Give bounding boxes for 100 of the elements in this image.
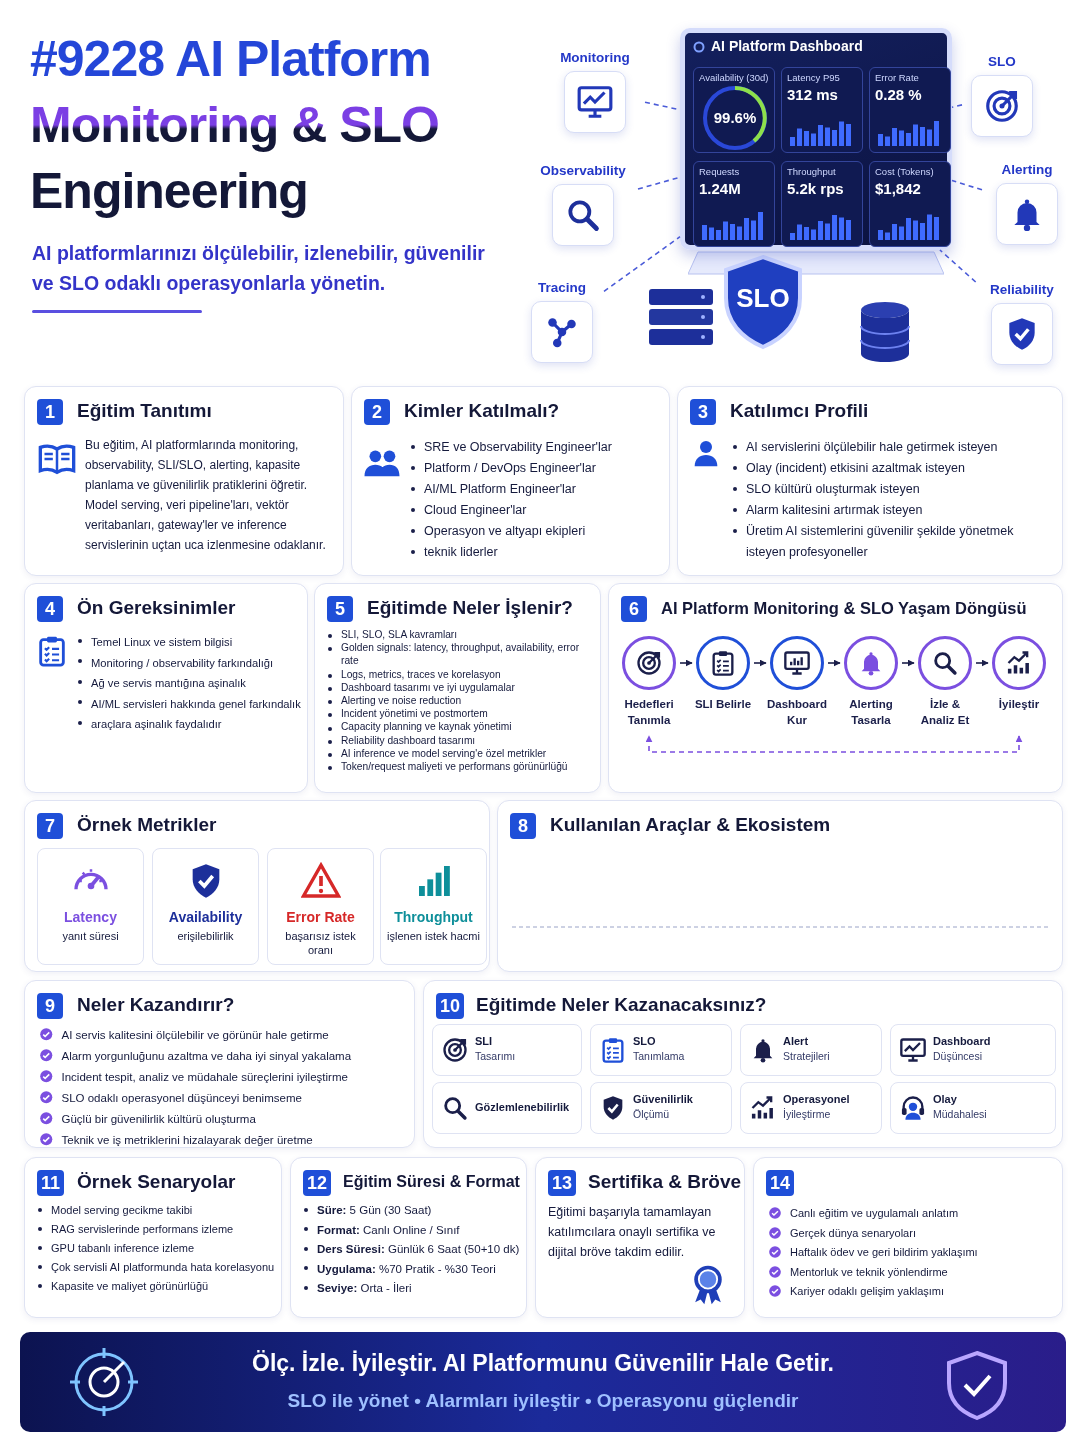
- tile-label: Alerting: [1000, 162, 1054, 177]
- section-card: [497, 800, 1063, 972]
- list-item: AI/ML servisleri hakkında genel farkındalık: [75, 693, 303, 714]
- section-heading: Ön Gereksinimler: [77, 597, 236, 619]
- list-item: Ders Süresi: Günlük 6 Saat (50+10 dk): [301, 1240, 525, 1260]
- list-item: RAG servislerinde performans izleme: [35, 1220, 279, 1239]
- outcome-title: Dashboard: [933, 1034, 992, 1049]
- list-item: Golden signals: latency, throughput, availability, error rate: [325, 641, 597, 668]
- metric-value: $1,842: [875, 180, 922, 197]
- section-heading: Kullanılan Araçlar & Ekosistem: [550, 814, 831, 836]
- tile-label: Monitoring: [559, 50, 631, 65]
- section-card: [677, 386, 1063, 576]
- list-item: Güçlü bir güvenilirlik kültürü oluşturma: [61, 1112, 256, 1127]
- section-number-badge: 9: [37, 993, 63, 1019]
- section-heading: Eğitimde Neler Kazanacaksınız?: [476, 994, 767, 1016]
- shield-label: SLO: [735, 283, 791, 314]
- list-item: Platform / DevOps Engineer'lar: [408, 458, 663, 479]
- subtitle: AI platformlarınızı ölçülebilir, izlenebilir, güvenilir ve SLO odaklı operasyonlarla yönetin.: [32, 241, 486, 296]
- dashed-connector: [951, 104, 963, 108]
- section-number-badge: 2: [364, 399, 390, 425]
- list-item: SLI, SLO, SLA kavramları: [325, 628, 597, 642]
- outcome-title: Operasyonel: [783, 1092, 851, 1107]
- metric-value: 99.6%: [712, 109, 758, 126]
- list-item: AI servislerini ölçülebilir hale getirmek isteyen: [730, 437, 1055, 458]
- metric-description: yanıt süresi: [61, 929, 120, 943]
- section-heading: Kimler Katılmalı?: [404, 400, 560, 422]
- section-number-badge: 11: [37, 1170, 65, 1196]
- list-item: Gerçek dünya senaryoları: [790, 1225, 916, 1241]
- arrow: [753, 659, 767, 667]
- section-number-badge: 7: [37, 813, 63, 839]
- metric-label: Error Rate: [875, 72, 920, 83]
- section-number-badge: 6: [621, 596, 647, 622]
- list-item: SRE ve Observability Engineer'lar: [408, 437, 663, 458]
- section-number-badge: 12: [303, 1170, 332, 1196]
- metric-label: Throughput: [787, 166, 837, 177]
- outcome-title: Gözlemlenebilirlik: [475, 1100, 571, 1115]
- section-heading: AI Platform Monitoring & SLO Yaşam Döngüsü: [661, 599, 1027, 618]
- section-heading: Örnek Metrikler: [77, 814, 217, 836]
- tile-label: SLO: [987, 54, 1017, 69]
- dashed-connector: [645, 735, 1023, 753]
- section-card: [753, 1157, 1063, 1318]
- outcome-title: SLI: [475, 1034, 494, 1049]
- list-item: Alarm yorgunluğunu azaltma ve daha iyi sinyal yakalama: [61, 1049, 352, 1064]
- outcome-card: [432, 1024, 582, 1076]
- list-item: Token/request maliyeti ve performans görünürlüğü: [325, 760, 597, 774]
- list-item: Format: Canlı Online / Sınıf: [301, 1220, 525, 1240]
- outcome-card: [590, 1082, 732, 1134]
- metric-value: 1.24M: [699, 180, 742, 197]
- list-item: AI/ML Platform Engineer'lar: [408, 479, 663, 500]
- outcome-subtitle: Müdahalesi: [933, 1107, 988, 1122]
- list-item: Monitoring / observability farkındalığı: [75, 652, 303, 673]
- outcome-title: SLO: [633, 1034, 657, 1049]
- section-heading: Eğitim Tanıtımı: [77, 400, 212, 422]
- section-card: [24, 980, 415, 1148]
- list-item: Canlı eğitim ve uygulamalı anlatım: [790, 1206, 959, 1221]
- list-item: Seviye: Orta - İleri: [301, 1279, 525, 1299]
- outcome-title: Olay: [933, 1092, 958, 1107]
- tile-label: Reliability: [989, 282, 1055, 297]
- metric-value: 312 ms: [787, 86, 839, 103]
- outcome-subtitle: Tanımlama: [633, 1049, 686, 1064]
- metric-label: Latency P95: [787, 72, 841, 83]
- outcome-title: Güvenilirlik: [633, 1092, 694, 1107]
- list-item: araçlara aşinalık faydalıdır: [75, 714, 303, 735]
- section-number-badge: 1: [37, 399, 63, 425]
- list-item: Temel Linux ve sistem bilgisi: [75, 632, 303, 653]
- section-card: [24, 386, 344, 576]
- metric-label: Cost (Tokens): [875, 166, 935, 177]
- list-item: Alerting ve noise reduction: [325, 694, 597, 708]
- metric-tile: [869, 67, 951, 153]
- list-item: teknik liderler: [408, 542, 663, 563]
- list-item: Ağ ve servis mantığına aşinalık: [75, 673, 303, 694]
- metric-name: Latency: [63, 909, 118, 925]
- metric-label: Requests: [699, 166, 741, 177]
- step-label: Dashboard Kur: [766, 697, 828, 728]
- list-item: Reliability dashboard tasarımı: [325, 733, 597, 747]
- step-label: İzle & Analiz Et: [919, 697, 971, 728]
- footer-banner: [20, 1332, 1066, 1432]
- list-item: Uygulama: %70 Pratik - %30 Teori: [301, 1259, 525, 1279]
- section-number-badge: 13: [548, 1170, 577, 1196]
- list-item: Kapasite ve maliyet görünürlüğü: [35, 1277, 279, 1296]
- list-item: Teknik ve iş metriklerini hizalayarak değer üretme: [61, 1133, 313, 1148]
- list-item: SLO odaklı operasyonel düşünceyi benimseme: [61, 1091, 302, 1106]
- list-item: Mentorluk ve teknik yönlendirme: [790, 1264, 948, 1280]
- section-heading: Neler Kazandırır?: [77, 994, 235, 1016]
- metric-name: Availability: [167, 909, 244, 925]
- outcome-subtitle: Tasarımı: [475, 1049, 517, 1064]
- metric-value: 5.2k rps: [787, 180, 845, 197]
- step-label: Alerting Tasarla: [848, 697, 894, 728]
- list-item: Alarm kalitesini artırmak isteyen: [730, 500, 1055, 521]
- outcome-card: [740, 1082, 882, 1134]
- outcome-subtitle: İyileştirme: [783, 1107, 832, 1122]
- section-card: [608, 583, 1063, 793]
- banner-headline: Ölç. İzle. İyileştir. AI Platformunu Güvenilir Hale Getir.: [251, 1350, 835, 1377]
- outcome-card: [740, 1024, 882, 1076]
- list-item: Kariyer odaklı gelişim yaklaşımı: [790, 1284, 945, 1299]
- list-item: Logs, metrics, traces ve korelasyon: [325, 667, 597, 681]
- section-number-badge: 3: [690, 399, 716, 425]
- section-number-badge: 10: [436, 993, 465, 1019]
- section-card: [423, 980, 1063, 1148]
- section-heading: Katılımcı Profili: [730, 400, 869, 422]
